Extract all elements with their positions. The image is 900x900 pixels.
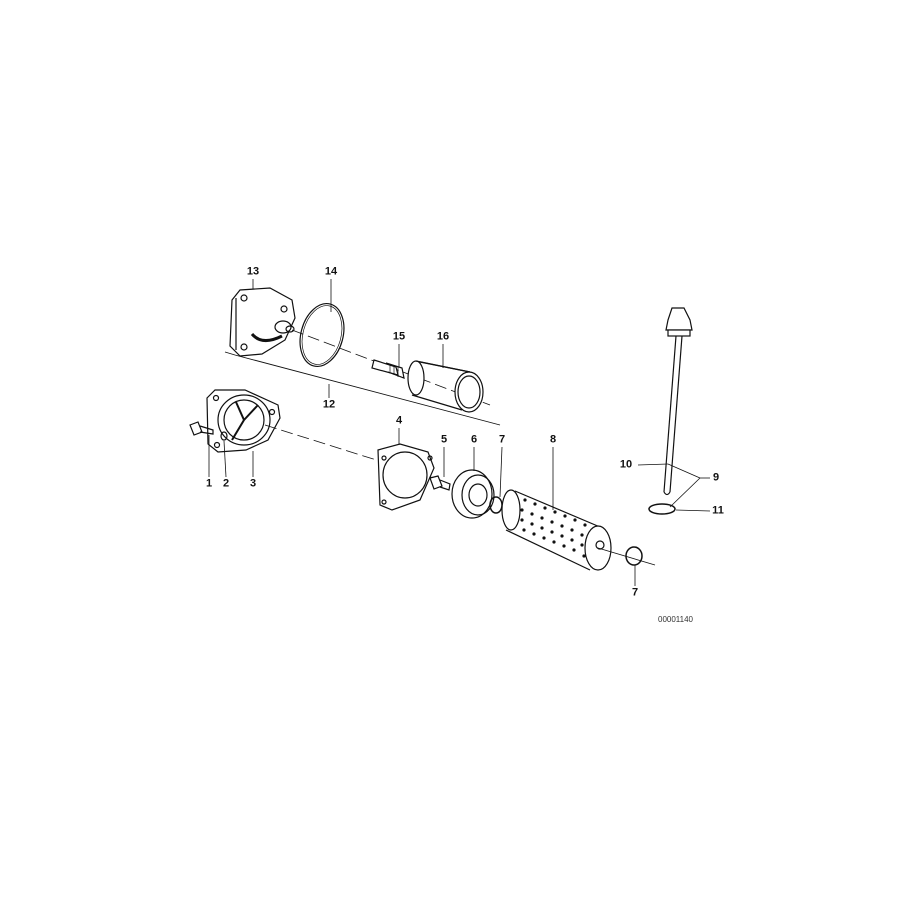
part-15-valve [371,359,405,379]
callout-7-upper: 7 [498,433,506,446]
callout-11: 11 [712,504,724,517]
callout-12: 12 [322,398,336,411]
callout-16: 16 [436,330,450,343]
part-2-washer [220,431,228,441]
callout-4: 4 [395,414,403,427]
callout-2: 2 [222,477,230,490]
callout-8: 8 [549,433,557,446]
callout-5: 5 [440,433,448,446]
callout-9: 9 [712,471,720,484]
callout-1: 1 [205,477,213,490]
part-1-bolt [189,421,214,436]
callout-3: 3 [249,477,257,490]
part-11-ring [648,503,676,515]
part-6-valve [451,469,495,519]
part-10-dipstick [663,307,693,496]
callout-13: 13 [246,265,260,278]
part-14-oring [299,303,345,367]
callout-14: 14 [324,265,338,278]
callout-7-lower: 7 [631,586,639,599]
callout-6: 6 [470,433,478,446]
diagram-reference-number: 00001140 [658,615,693,624]
filter-perforations [520,498,587,558]
callout-10: 10 [619,458,633,471]
part-8-filter [501,489,612,571]
part-3-housing [206,389,281,453]
callout-15: 15 [392,330,406,343]
part-16-sleeve [407,360,484,413]
part-13-cover [229,287,296,357]
part-5-screw [429,475,451,491]
part-4-gasket [377,443,435,511]
